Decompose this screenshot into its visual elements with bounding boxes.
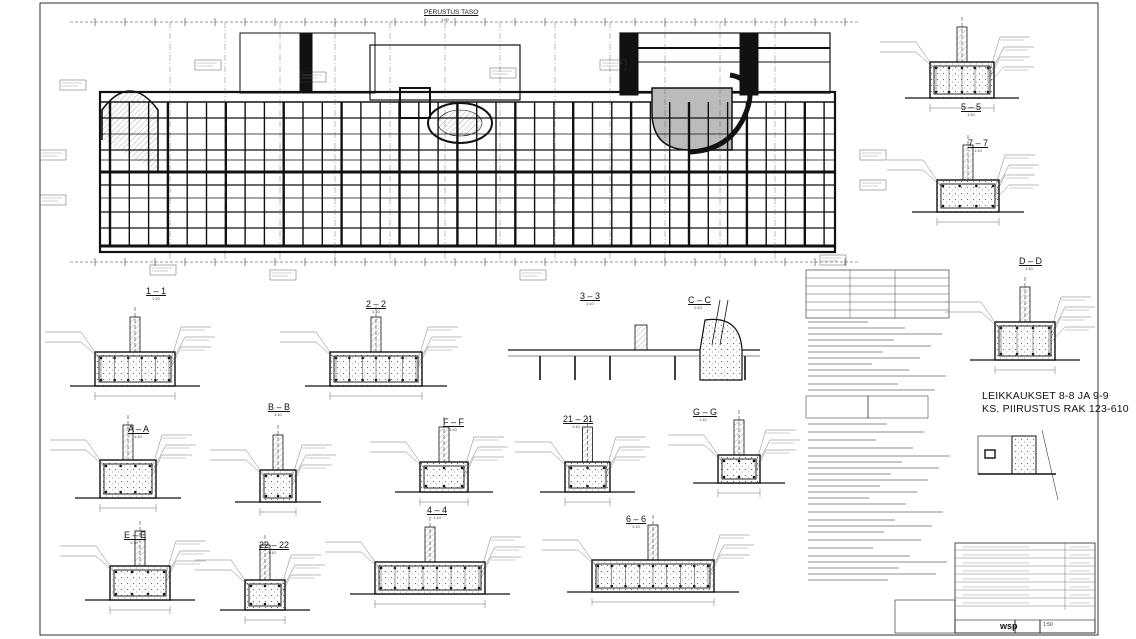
section-scale-7-7: 1:10	[974, 148, 982, 153]
section-scale-6-6: 1:10	[632, 524, 640, 529]
section-drawing	[45, 307, 215, 400]
section-label-22-22: 22 – 22	[259, 540, 290, 550]
section-label-3-3: 3 – 3	[580, 291, 601, 301]
section-drawing	[668, 410, 800, 497]
section-scale-22-22: 1:10	[268, 550, 276, 555]
section-label-A-A: A – A	[128, 424, 150, 434]
section-label-5-5: 5 – 5	[961, 102, 982, 112]
reference-note-line1: LEIKKAUKSET 8-8 JA 9-9	[982, 390, 1109, 402]
section-drawing	[325, 517, 525, 608]
section-drawing	[60, 521, 210, 614]
section-scale-4-4: 1:10	[433, 515, 441, 520]
plan-columns	[108, 22, 825, 262]
detail-lower-right	[977, 429, 1059, 501]
section-scale-21-21: 1:10	[572, 424, 580, 429]
section-scale-D-D: 1:10	[1025, 266, 1033, 271]
section-drawing	[945, 277, 1095, 374]
foundation-plan	[39, 18, 887, 281]
section-details	[45, 17, 1095, 624]
section-label-6-6: 6 – 6	[626, 514, 647, 524]
plan-tags	[39, 59, 887, 281]
note-text-lines	[808, 321, 950, 581]
plan-title: PERUSTUS TASO	[424, 9, 479, 16]
company-logo: wsp	[1000, 621, 1018, 631]
section-drawing	[880, 17, 1034, 112]
grid-axis-ticks	[94, 18, 846, 266]
section-drawing	[887, 135, 1039, 226]
section-scale-1-1: 1:10	[152, 296, 160, 301]
section-label-E-E: E – E	[124, 530, 147, 540]
section-drawing	[280, 307, 462, 400]
section-drawing	[370, 417, 508, 506]
title-block-revision-rows	[955, 543, 1095, 610]
section-drawing	[542, 515, 754, 606]
section-label-1-1: 1 – 1	[146, 286, 167, 296]
section-scale-3-3: 1:10	[586, 301, 594, 306]
section-label-C-C: C – C	[688, 295, 712, 305]
title-block	[894, 542, 1096, 634]
section-scale-5-5: 1:10	[967, 112, 975, 117]
sheet-border	[39, 2, 1099, 636]
section-drawing	[195, 535, 325, 624]
section-scale-F-F: 1:10	[449, 427, 457, 432]
section-scale-E-E: 1:10	[130, 540, 138, 545]
section-scale-2-2: 1:10	[372, 309, 380, 314]
section-label-7-7: 7 – 7	[968, 138, 989, 148]
section-label-2-2: 2 – 2	[366, 299, 387, 309]
section-scale-B-B: 1:10	[274, 412, 282, 417]
reference-note-line2: KS. PIIRUSTUS RAK 123-610	[982, 403, 1129, 415]
section-label-21-21: 21 – 21	[563, 414, 594, 424]
section-drawing	[210, 425, 336, 516]
section-label-4-4: 4 – 4	[427, 505, 448, 515]
title-block-scale: 1:50	[1043, 622, 1053, 628]
section-scale-A-A: 1:10	[134, 434, 142, 439]
section-label-G-G: G – G	[693, 407, 718, 417]
section-label-D-D: D – D	[1019, 256, 1043, 266]
section-scale-C-C: 1:10	[694, 305, 702, 310]
section-drawing	[515, 417, 650, 506]
section-label-B-B: B – B	[268, 402, 291, 412]
section-drawing	[50, 415, 196, 512]
plan-beams	[100, 117, 835, 229]
section-scale-G-G: 1:10	[699, 417, 707, 422]
notes-area	[805, 269, 950, 581]
section-C-C-profile	[699, 299, 743, 381]
grid-axis-top	[70, 21, 860, 263]
section-label-F-F: F – F	[443, 417, 465, 427]
